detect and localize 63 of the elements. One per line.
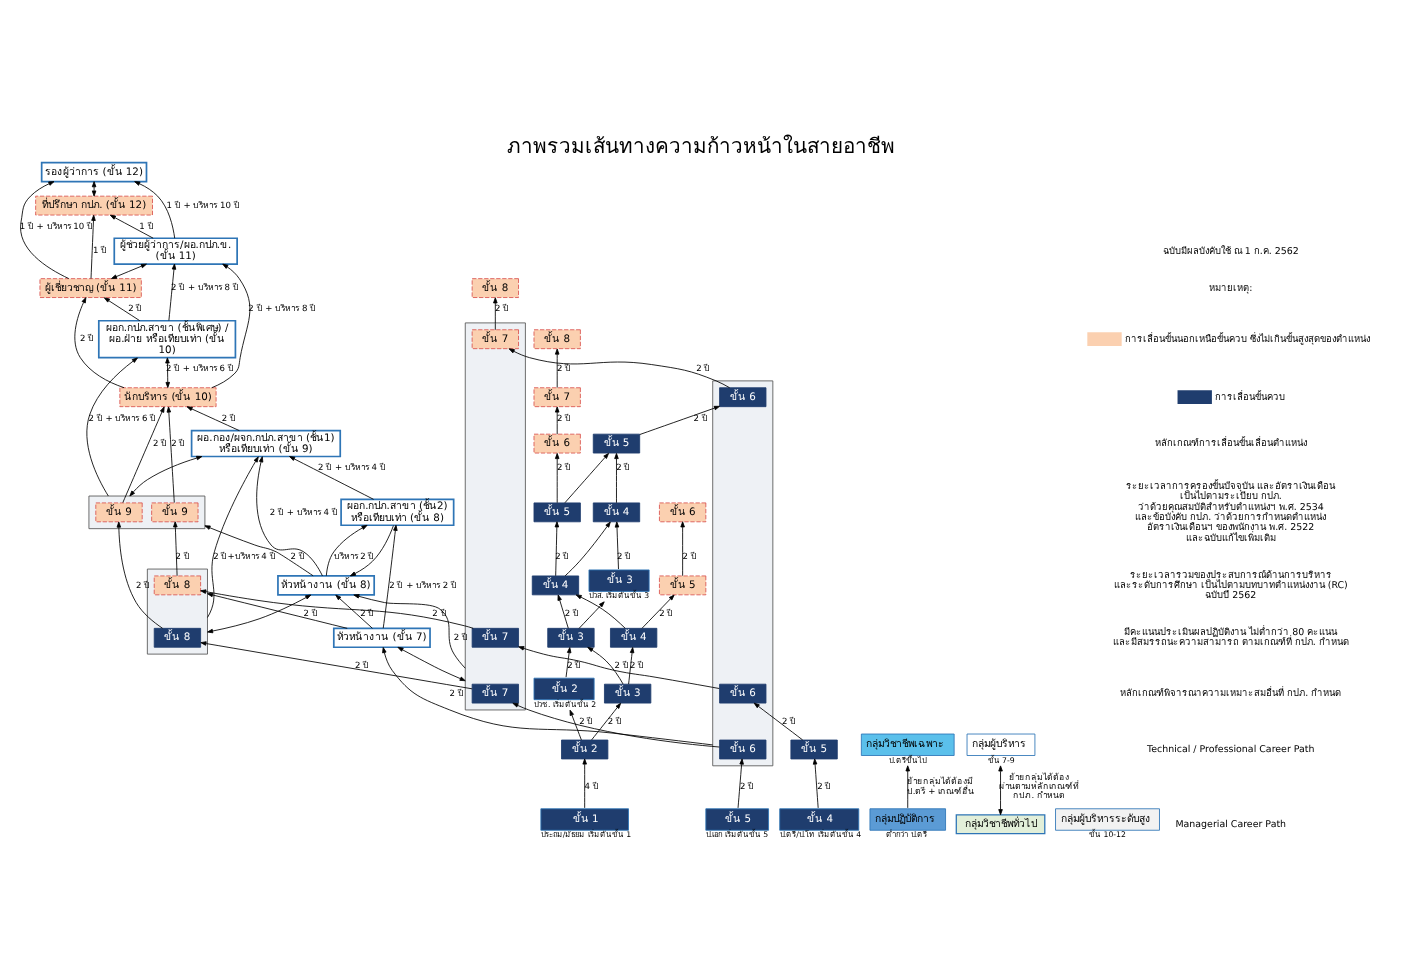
arrow [122, 406, 165, 503]
arrow [582, 758, 587, 809]
arrow [493, 297, 498, 331]
arrow [116, 521, 163, 629]
arrow [86, 357, 138, 497]
arrow [578, 601, 605, 629]
arrow [20, 181, 70, 279]
arrow [569, 709, 582, 741]
arrow [614, 521, 620, 570]
arrow [518, 646, 720, 689]
arrow [554, 348, 560, 388]
arrow [905, 765, 910, 809]
arrow [641, 594, 675, 629]
arrow [587, 646, 624, 685]
arrow [564, 521, 611, 577]
arrow [508, 348, 731, 389]
arrow [554, 521, 560, 577]
arrow [565, 647, 572, 678]
arrow [90, 214, 96, 279]
diagram-title: ภาพรวมเส้นทางความก้าวหน้าในสายอาชีพ [507, 135, 895, 160]
arrow [207, 456, 259, 618]
arrow [397, 646, 466, 682]
arrow [557, 594, 569, 629]
arrow [998, 765, 1003, 816]
arrow [812, 758, 819, 809]
arrow [753, 702, 804, 741]
arrow [349, 525, 394, 577]
arrow [74, 297, 125, 389]
arrow [207, 594, 312, 634]
arrow [512, 702, 720, 748]
arrow [325, 524, 368, 577]
arrow [289, 456, 374, 500]
arrow [129, 455, 203, 497]
arrow [186, 406, 240, 432]
arrow [168, 263, 177, 321]
arrow [166, 406, 175, 503]
arrow [256, 456, 323, 577]
arrow [639, 405, 720, 435]
arrow [211, 263, 251, 389]
arrow [335, 594, 373, 629]
arrow [564, 453, 609, 504]
arrow [111, 263, 147, 280]
arrow [200, 641, 473, 690]
arrow [109, 214, 154, 239]
arrow [91, 181, 97, 197]
arrow [200, 589, 474, 629]
arrow [591, 702, 622, 741]
arrow [353, 594, 466, 669]
arrow [103, 297, 141, 322]
arrow [382, 647, 714, 746]
arrow [614, 453, 619, 504]
arrow [207, 592, 348, 629]
arrow [628, 647, 635, 685]
arrow [382, 524, 398, 629]
arrow [554, 406, 560, 435]
arrow [134, 181, 176, 239]
arrow [575, 594, 626, 629]
arrow [204, 525, 314, 577]
arrow [165, 357, 170, 388]
arrow [737, 758, 744, 809]
arrow [680, 521, 685, 577]
arrow [554, 453, 560, 504]
arrow [173, 521, 178, 577]
